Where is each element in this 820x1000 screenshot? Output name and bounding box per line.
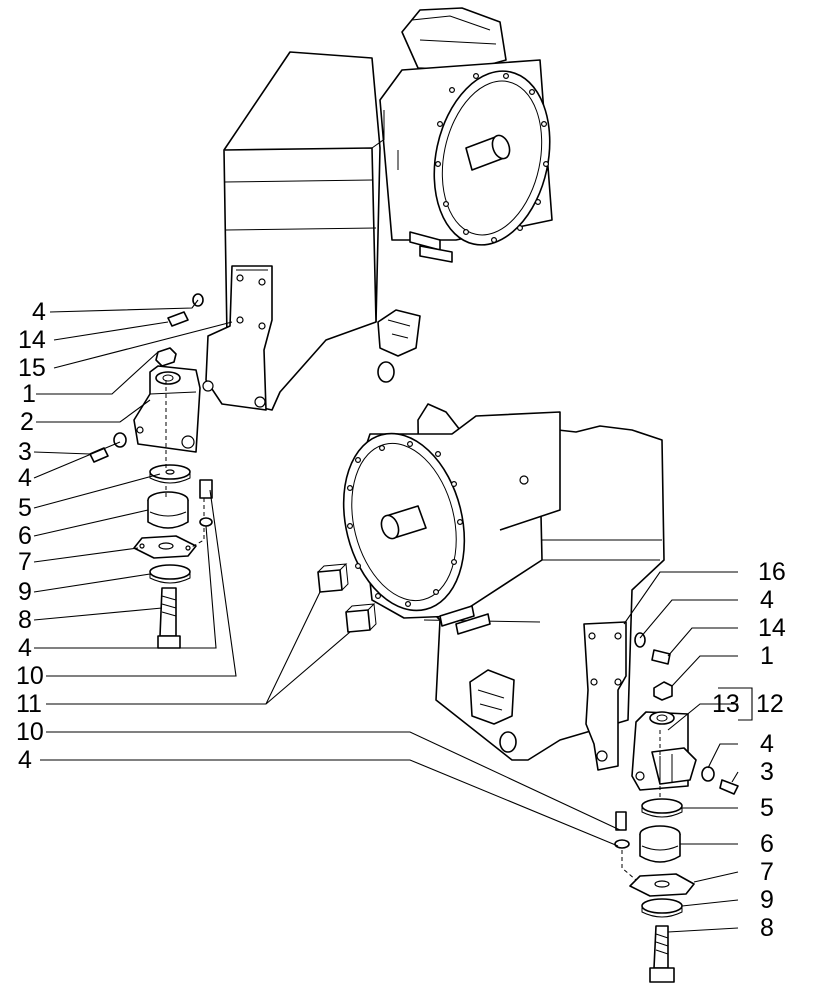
callout-label: 8	[18, 606, 32, 634]
callouts-left: 4 14 15 1 2 3 4 5 6 7 9 8 4 10 11 10 4	[16, 298, 46, 774]
callout-label: 7	[18, 548, 32, 576]
callout-label: 6	[18, 522, 32, 550]
callout-label: 4	[760, 586, 774, 614]
callout-label: 6	[760, 830, 774, 858]
sensor-parts	[317, 563, 377, 633]
callout-label: 5	[760, 794, 774, 822]
callout-label: 10	[16, 662, 44, 690]
callouts-right: 16 4 14 1 13 12 4 3 5 6 7 9 8	[712, 558, 786, 942]
callout-label: 9	[760, 886, 774, 914]
callout-label: 13	[712, 690, 740, 718]
callout-label: 10	[16, 718, 44, 746]
callout-label: 4	[18, 464, 32, 492]
callout-label: 3	[760, 758, 774, 786]
callout-label: 1	[22, 380, 36, 408]
callout-label: 4	[32, 298, 46, 326]
upper-transmission-housing	[202, 7, 553, 411]
callout-label: 2	[20, 408, 34, 436]
callout-label: 12	[756, 690, 784, 718]
lower-mount-assembly	[614, 632, 739, 983]
callout-label: 4	[760, 730, 774, 758]
callout-label: 9	[18, 578, 32, 606]
upper-mount-assembly	[89, 293, 213, 649]
callout-label: 7	[760, 858, 774, 886]
callout-label: 1	[760, 642, 774, 670]
callout-label: 8	[760, 914, 774, 942]
leader-lines	[33, 299, 753, 933]
callout-label: 4	[18, 634, 32, 662]
callout-label: 5	[18, 494, 32, 522]
callout-label: 4	[18, 746, 32, 774]
callout-label: 16	[758, 558, 786, 586]
lower-transmission-housing	[342, 403, 665, 771]
callout-label: 14	[18, 326, 46, 354]
callout-label: 14	[758, 614, 786, 642]
callout-label: 11	[16, 690, 42, 718]
callout-label: 15	[18, 354, 46, 382]
callout-label: 3	[18, 438, 32, 466]
